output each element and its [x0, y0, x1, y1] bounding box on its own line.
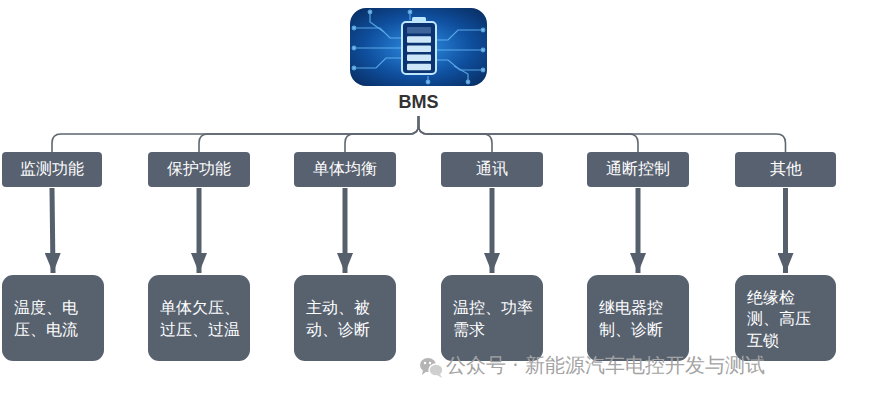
- down-arrow: [490, 188, 495, 273]
- watermark: 公众号 · 新能源汽车电控开发与测试: [446, 352, 765, 379]
- category-label: 通讯: [476, 159, 508, 180]
- detail-box: 单体欠压、过压、过温: [148, 275, 250, 361]
- system-title: BMS: [399, 92, 439, 113]
- tree-connector: [345, 116, 419, 152]
- category-label: 其他: [770, 159, 802, 180]
- detail-box: 温控、功率需求: [441, 275, 543, 361]
- category-box: 其他: [735, 152, 836, 187]
- detail-box: 绝缘检测、高压互锁: [735, 275, 836, 361]
- category-label: 通断控制: [606, 159, 670, 180]
- detail-box: 主动、被动、诊断: [294, 275, 396, 361]
- down-arrow: [636, 188, 641, 273]
- down-arrow: [197, 188, 202, 273]
- detail-text: 温度、电压、电流: [14, 297, 94, 340]
- battery-chip-icon: [350, 8, 487, 86]
- detail-box: 继电器控制、诊断: [587, 275, 689, 361]
- detail-text: 主动、被动、诊断: [306, 297, 386, 340]
- category-label: 监测功能: [20, 159, 84, 180]
- category-box: 通断控制: [587, 152, 689, 187]
- category-box: 监测功能: [2, 152, 102, 187]
- bms-root: BMS: [350, 8, 487, 118]
- down-arrow: [783, 188, 788, 273]
- category-box: 保护功能: [148, 152, 250, 187]
- detail-text: 继电器控制、诊断: [599, 297, 679, 340]
- down-arrow: [343, 188, 348, 273]
- category-box: 通讯: [441, 152, 543, 187]
- detail-text: 绝缘检测、高压互锁: [747, 287, 826, 352]
- category-box: 单体均衡: [294, 152, 396, 187]
- category-label: 单体均衡: [313, 159, 377, 180]
- category-label: 保护功能: [167, 159, 231, 180]
- tree-connector: [199, 116, 419, 152]
- wechat-icon: [420, 358, 443, 378]
- detail-text: 单体欠压、过压、过温: [160, 297, 240, 340]
- detail-text: 温控、功率需求: [453, 297, 533, 340]
- tree-connector: [419, 116, 786, 152]
- tree-connector: [52, 116, 419, 152]
- detail-box: 温度、电压、电流: [2, 275, 104, 361]
- down-arrow: [52, 188, 53, 273]
